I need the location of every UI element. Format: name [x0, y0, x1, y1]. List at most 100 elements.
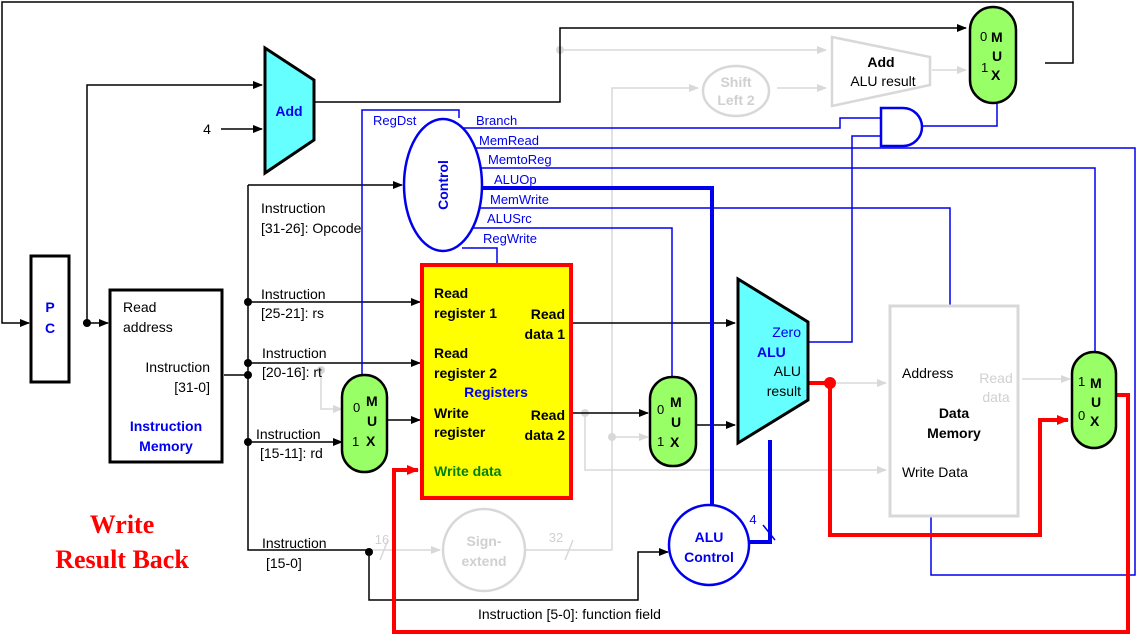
- alu-control[interactable]: ALU Control: [667, 503, 751, 587]
- opcode-label-1: Instruction: [261, 200, 326, 216]
- alu-zero-label: Zero: [772, 324, 801, 340]
- pcsrc-mux-u: U: [992, 48, 1002, 64]
- branch-adder-label-1: Add: [867, 54, 894, 70]
- pcsrc-mux-in0: 0: [980, 29, 987, 44]
- data-memory-address-label: Address: [902, 365, 953, 381]
- alu-control-label-1: ALU: [695, 529, 724, 545]
- instruction-out-label-2: [31-0]: [174, 379, 210, 395]
- memtoreg-mux-u: U: [1091, 394, 1101, 410]
- read-register-1-label-1: Read: [434, 285, 468, 301]
- control-signal-labels: RegDst Branch MemRead MemtoReg ALUOp Mem…: [373, 113, 552, 246]
- sign-extend-label-1: Sign-: [467, 533, 502, 549]
- alusrc-mux-x: X: [670, 434, 680, 450]
- funct-label: Instruction [5-0]: function field: [478, 606, 661, 622]
- read-register-2-label-1: Read: [434, 345, 468, 361]
- shift-left-2[interactable]: Shift Left 2: [701, 64, 771, 118]
- stage-title-line-2: Result Back: [55, 545, 189, 574]
- memtoreg-label: MemtoReg: [488, 152, 552, 167]
- memtoreg-mux-in0: 0: [1078, 408, 1085, 423]
- rt-label-2: [20-16]: rt: [262, 364, 322, 380]
- write-register-label-2: register: [434, 424, 486, 440]
- read-data-2-label-1: Read: [531, 407, 565, 423]
- pcsrc-mux-in1: 1: [981, 60, 988, 75]
- aluop-label: ALUOp: [494, 172, 537, 187]
- branch-adder-label-2: ALU result: [850, 73, 915, 89]
- stage-title-line-1: Write: [90, 510, 155, 539]
- instruction-memory-name-2: Memory: [139, 438, 193, 454]
- alu-name: ALU: [757, 344, 786, 360]
- branch-and-gate[interactable]: [879, 106, 924, 148]
- constant-four: 4: [203, 121, 211, 137]
- imm-label-1: Instruction: [262, 535, 327, 551]
- alusrc-mux-in0: 0: [657, 402, 664, 417]
- pc-adder-label: Add: [275, 103, 302, 119]
- sign-extend[interactable]: Sign- extend: [441, 507, 527, 593]
- datapath-wires: [1, 1, 1074, 601]
- memtoreg-mux-x: X: [1090, 413, 1100, 429]
- writeback-wires: [392, 377, 1130, 634]
- branch-adder[interactable]: Add ALU result: [830, 35, 932, 108]
- read-data-2-label-2: data 2: [525, 427, 566, 443]
- alu-result-label-1: ALU: [774, 363, 801, 379]
- pc-label-1: P: [45, 299, 54, 315]
- instruction-field-labels: Instruction [31-26]: Opcode Instruction …: [256, 200, 661, 622]
- stage-title: Write Result Back: [55, 510, 189, 574]
- regdst-mux-x: X: [366, 433, 376, 449]
- alusrc-mux-u: U: [671, 414, 681, 430]
- instruction-memory-name-1: Instruction: [130, 418, 202, 434]
- alusrc-mux[interactable]: 0 1 M U X: [648, 375, 698, 468]
- instruction-out-label-1: Instruction: [145, 359, 210, 375]
- data-memory-read-data-label-1: Read: [979, 370, 1012, 386]
- write-data-label: Write data: [434, 463, 502, 479]
- shift-left-label-2: Left 2: [717, 92, 755, 108]
- rd-label-2: [15-11]: rd: [260, 445, 323, 461]
- alu-control-width: 4: [749, 512, 756, 527]
- read-data-1-label-1: Read: [531, 306, 565, 322]
- sign-extend-label-2: extend: [461, 553, 506, 569]
- instruction-memory[interactable]: Read address Instruction [31-0] Instruct…: [108, 288, 224, 464]
- sign-extend-in-width: 16: [375, 532, 389, 547]
- read-register-2-label-2: register 2: [434, 365, 497, 381]
- control-unit[interactable]: Control: [402, 117, 484, 253]
- regdst-label: RegDst: [373, 113, 417, 128]
- registers-name: Registers: [464, 384, 528, 400]
- branch-label: Branch: [476, 113, 517, 128]
- alu-result-label-2: result: [767, 383, 801, 399]
- alusrc-mux-in1: 1: [657, 434, 664, 449]
- regdst-mux-in1: 1: [352, 434, 359, 449]
- regdst-mux-u: U: [367, 413, 377, 429]
- memread-label: MemRead: [479, 133, 539, 148]
- pcsrc-mux-m: M: [991, 29, 1003, 45]
- pcsrc-mux-x: X: [991, 67, 1001, 83]
- memtoreg-mux[interactable]: 1 0 M U X: [1070, 350, 1118, 450]
- read-data-1-label-2: data 1: [525, 326, 566, 342]
- data-memory-write-data-label: Write Data: [902, 464, 968, 480]
- opcode-label-2: [31-26]: Opcode: [261, 220, 362, 236]
- rs-label-1: Instruction: [261, 286, 326, 302]
- read-register-1-label-2: register 1: [434, 305, 497, 321]
- control-wires: [361, 103, 1136, 576]
- regwrite-label: RegWrite: [483, 231, 537, 246]
- regdst-mux[interactable]: 0 1 M U X: [340, 373, 389, 474]
- control-label: Control: [435, 160, 451, 210]
- alusrc-label: ALUSrc: [487, 211, 532, 226]
- pc-adder[interactable]: Add: [263, 45, 316, 176]
- alu[interactable]: Zero ALU ALU result: [736, 276, 810, 446]
- register-file[interactable]: Read register 1 Read register 2 Register…: [420, 263, 573, 500]
- alusrc-mux-m: M: [670, 394, 682, 410]
- pcsrc-mux[interactable]: 0 1 M U X: [968, 5, 1018, 105]
- memtoreg-mux-m: M: [1090, 375, 1102, 391]
- imm-label-2: [15-0]: [266, 555, 302, 571]
- memtoreg-mux-in1: 1: [1078, 374, 1085, 389]
- read-address-label-1: Read: [123, 299, 156, 315]
- write-register-label-1: Write: [434, 405, 469, 421]
- data-memory-name-2: Memory: [927, 425, 981, 441]
- sign-extend-out-width: 32: [549, 530, 563, 545]
- pc-label-2: C: [45, 320, 55, 336]
- program-counter[interactable]: P C: [29, 254, 71, 384]
- data-memory[interactable]: Address Read data Data Memory Write Data: [888, 304, 1020, 518]
- regdst-mux-in0: 0: [353, 400, 360, 415]
- alu-control-label-2: Control: [684, 549, 734, 565]
- regdst-mux-m: M: [366, 393, 378, 409]
